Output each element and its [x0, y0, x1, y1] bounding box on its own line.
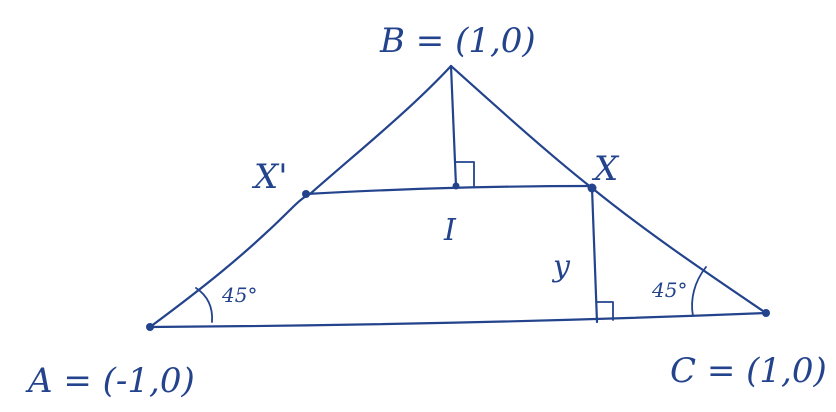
angle-arc-c — [691, 266, 707, 317]
right-angle-mark-i — [455, 161, 475, 187]
segment-y — [590, 186, 599, 324]
point-x — [587, 183, 597, 193]
segment-ac — [148, 311, 768, 329]
point-a — [146, 323, 154, 331]
point-c — [762, 309, 770, 317]
right-angle-mark-y — [596, 301, 614, 321]
segment-bc — [449, 64, 768, 315]
label-x: X — [591, 149, 620, 189]
label-c: C = (1,0) — [670, 351, 827, 391]
point-i — [452, 182, 460, 190]
segment-ab — [148, 64, 453, 329]
segment-b-i — [449, 64, 458, 188]
label-b: B = (1,0) — [379, 21, 536, 61]
label-y: y — [551, 249, 571, 284]
angle-arc-a — [195, 287, 213, 323]
label-a: A = (-1,0) — [25, 361, 195, 401]
label-x-prime: X' — [251, 157, 288, 197]
label-i: I — [443, 213, 457, 248]
label-angle-c: 45° — [651, 278, 687, 302]
label-angle-a: 45° — [221, 283, 257, 307]
segment-xprime-x — [304, 184, 594, 196]
point-x-prime — [302, 190, 310, 198]
